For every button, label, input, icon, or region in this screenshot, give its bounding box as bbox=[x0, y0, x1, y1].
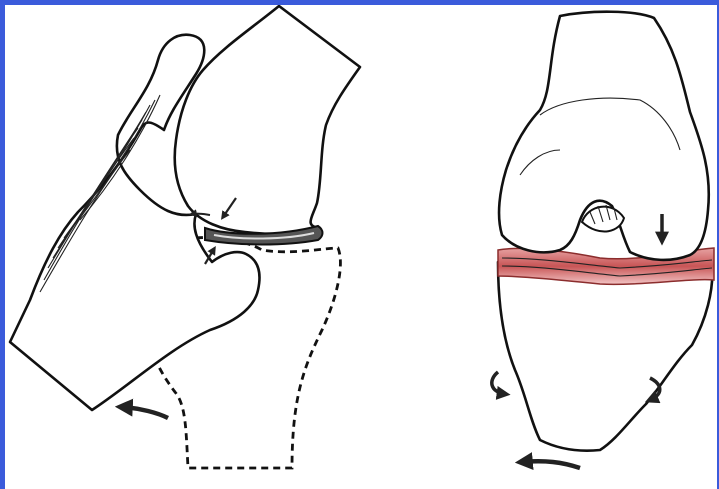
lateral-view-panel bbox=[10, 6, 360, 468]
rotation-arrow-icon bbox=[122, 407, 168, 418]
tibia-outline-icon bbox=[498, 262, 712, 451]
frontal-view-panel bbox=[492, 12, 714, 468]
knee-illustration bbox=[5, 5, 719, 489]
figure-frame bbox=[5, 5, 717, 489]
